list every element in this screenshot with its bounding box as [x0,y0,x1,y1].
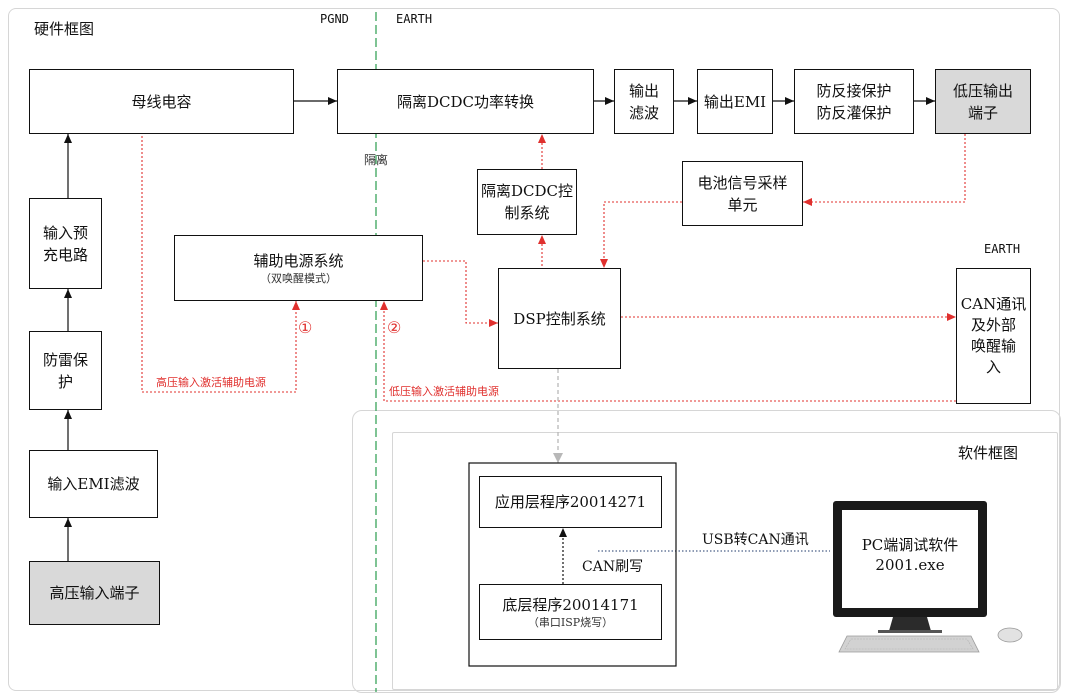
pgnd-label: PGND [320,12,349,26]
dsp-control-label: DSP控制系统 [513,309,606,328]
wire-lv-activate [380,301,956,402]
dcdc-control-label: 隔离DCDC控 制系统 [480,182,573,222]
lv-output-terminal-box: 低压输出 端子 [935,69,1031,134]
usb-can-label: USB转CAN通讯 [702,532,809,548]
marker-2: ② [387,318,402,337]
can-wakeup-box: CAN通讯 及外部 唤醒输 入 [956,268,1031,404]
monitor-icon [833,501,987,633]
wire-aux-to-dsp [423,260,498,327]
output-filter-box: 输出 滤波 [614,69,674,134]
output-emi-label: 输出EMI [703,92,767,111]
dcdc-power-label: 隔离DCDC功率转换 [396,92,534,111]
wire-battery-to-dsp [600,201,682,268]
pc-software-file: 2001.exe [875,556,945,574]
precharge-box: 输入预 充电路 [29,198,102,289]
boot-program-box: 底层程序20014171 （串口ISP烧写） [479,584,662,640]
earth-top-label: EARTH [396,12,433,26]
surge-protection-box: 防雷保 护 [29,331,102,410]
battery-sampling-label: 电池信号采样 单元 [697,173,788,214]
lv-output-terminal-label: 低压输出 端子 [952,81,1013,122]
aux-power-label: 辅助电源系统 [253,252,344,270]
aux-power-box: 辅助电源系统 （双唤醒模式） [174,235,423,301]
input-emi-box: 输入EMI滤波 [29,450,158,518]
protection-box: 防反接保护 防反灌保护 [794,69,914,134]
dcdc-power-box: 隔离DCDC功率转换 [337,69,594,134]
keyboard-icon [838,635,980,653]
hv-activate-label: 高压输入激活辅助电源 [156,376,266,389]
dcdc-control-box: 隔离DCDC控 制系统 [477,169,577,235]
software-inner-frame [392,432,1058,690]
boot-program-label: 底层程序20014171 [502,596,639,614]
app-program-box: 应用层程序20014271 [479,476,662,528]
bus-capacitor-box: 母线电容 [29,69,294,134]
output-emi-box: 输出EMI [697,69,773,134]
bus-capacitor-label: 母线电容 [131,92,192,111]
software-program-box [468,462,677,667]
app-program-label: 应用层程序20014271 [494,493,647,511]
isolation-label: 隔离 [364,153,389,167]
wire-hv-activate [141,136,300,393]
battery-sampling-box: 电池信号采样 单元 [682,161,803,226]
surge-protection-label: 防雷保 护 [42,350,88,391]
software-frame [352,410,1061,693]
hardware-frame [8,8,1060,691]
pc-software-name: PC端调试软件 [861,536,959,554]
precharge-label: 输入预 充电路 [42,223,88,264]
hv-input-terminal-label: 高压输入端子 [49,584,140,602]
mouse-icon [997,627,1023,643]
hv-input-terminal-box: 高压输入端子 [29,561,160,625]
input-emi-label: 输入EMI滤波 [47,475,140,493]
output-filter-label: 输出 滤波 [628,81,659,122]
earth-right-label: EARTH [984,242,1021,256]
can-wakeup-label: CAN通讯 及外部 唤醒输 入 [960,295,1027,376]
aux-power-sublabel: （双唤醒模式） [260,272,337,285]
wire-terminal-to-battery [803,134,966,206]
boot-program-sublabel: （串口ISP烧写） [527,616,614,629]
can-flash-label: CAN刷写 [582,559,644,575]
software-title: 软件框图 [958,444,1019,462]
lv-activate-label: 低压输入激活辅助电源 [389,385,499,398]
dsp-control-box: DSP控制系统 [498,268,621,369]
marker-1: ① [298,318,313,337]
protection-label: 防反接保护 防反灌保护 [816,81,892,122]
hardware-title: 硬件框图 [34,20,95,38]
